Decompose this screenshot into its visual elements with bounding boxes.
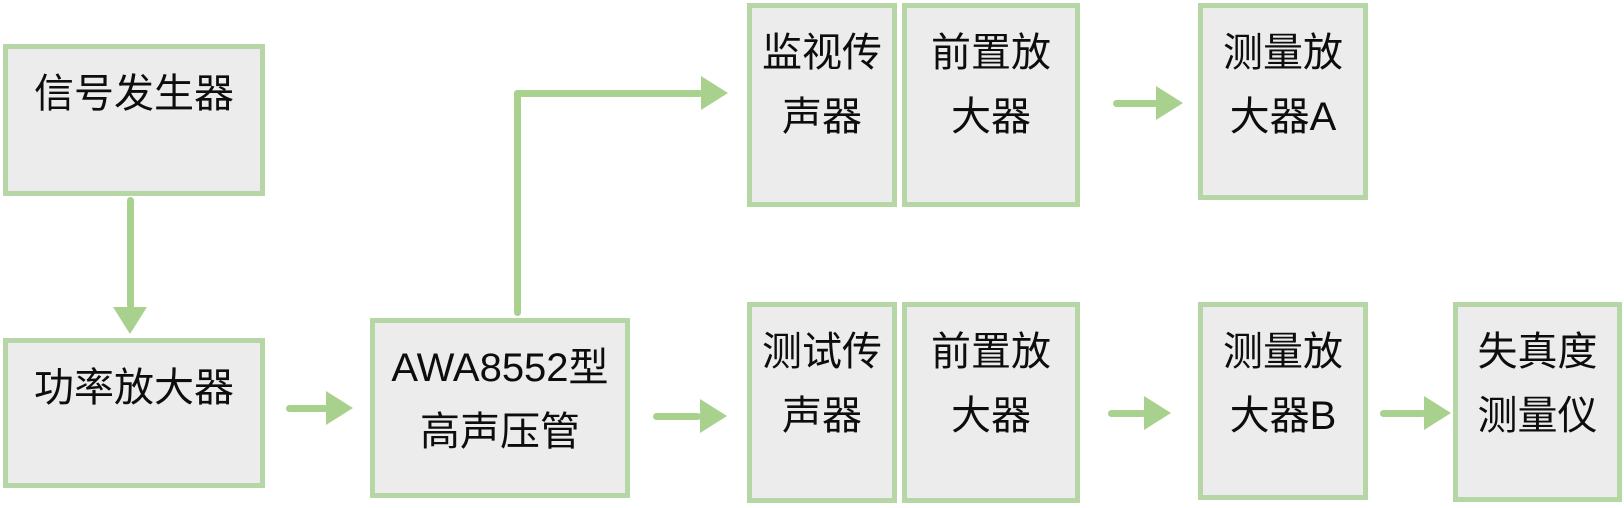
node-preamplifier-top: 前置放 大器 (902, 3, 1080, 207)
node-label: 功率放大器 (34, 366, 234, 410)
arrow-shaft (1108, 410, 1146, 417)
node-label: 前置放 (931, 330, 1051, 374)
node-test-microphone: 测试传 声器 (747, 302, 897, 503)
node-monitor-microphone: 监视传 声器 (747, 3, 897, 207)
node-label: 失真度 (1477, 330, 1598, 374)
arrow-shaft (1380, 410, 1426, 417)
arrow-head-right-icon (1156, 86, 1183, 120)
arrow-shaft (1113, 100, 1158, 107)
node-label: 大器B (1229, 394, 1337, 438)
node-high-pressure-tube: AWA8552型 高声压管 (370, 318, 630, 498)
node-preamplifier-bottom: 前置放 大器 (902, 302, 1080, 503)
node-power-amplifier: 功率放大器 (3, 338, 265, 488)
node-label: 声器 (782, 394, 862, 438)
node-label: AWA8552型 (391, 346, 609, 390)
arrow-head-right-icon (700, 399, 727, 433)
arrow-shaft (286, 405, 328, 412)
node-label: 前置放 (931, 31, 1051, 75)
node-label: 测量放 (1223, 330, 1343, 374)
node-label: 测量放 (1223, 31, 1343, 75)
node-label: 测量仪 (1477, 394, 1598, 438)
arrow-shaft (653, 413, 701, 420)
node-signal-generator: 信号发生器 (3, 44, 265, 196)
node-label: 大器 (951, 95, 1031, 139)
node-measuring-amplifier-b: 测量放 大器B (1198, 302, 1368, 500)
node-label: 监视传 (762, 31, 882, 75)
node-distortion-meter: 失真度 测量仪 (1453, 302, 1622, 502)
node-label: 高声压管 (420, 410, 580, 454)
arrow-head-right-icon (1424, 396, 1451, 430)
arrow-head-right-icon (701, 76, 728, 110)
node-measuring-amplifier-a: 测量放 大器A (1198, 3, 1368, 200)
node-label: 测试传 (762, 330, 882, 374)
arrow-head-right-icon (326, 391, 353, 425)
arrow-shaft (514, 90, 521, 316)
arrow-head-down-icon (113, 307, 147, 334)
node-label: 信号发生器 (34, 72, 234, 116)
arrow-shaft (514, 90, 703, 97)
node-label: 大器A (1229, 95, 1337, 139)
node-label: 大器 (951, 394, 1031, 438)
arrow-shaft (127, 197, 134, 309)
node-label: 声器 (782, 95, 862, 139)
arrow-head-right-icon (1144, 396, 1171, 430)
